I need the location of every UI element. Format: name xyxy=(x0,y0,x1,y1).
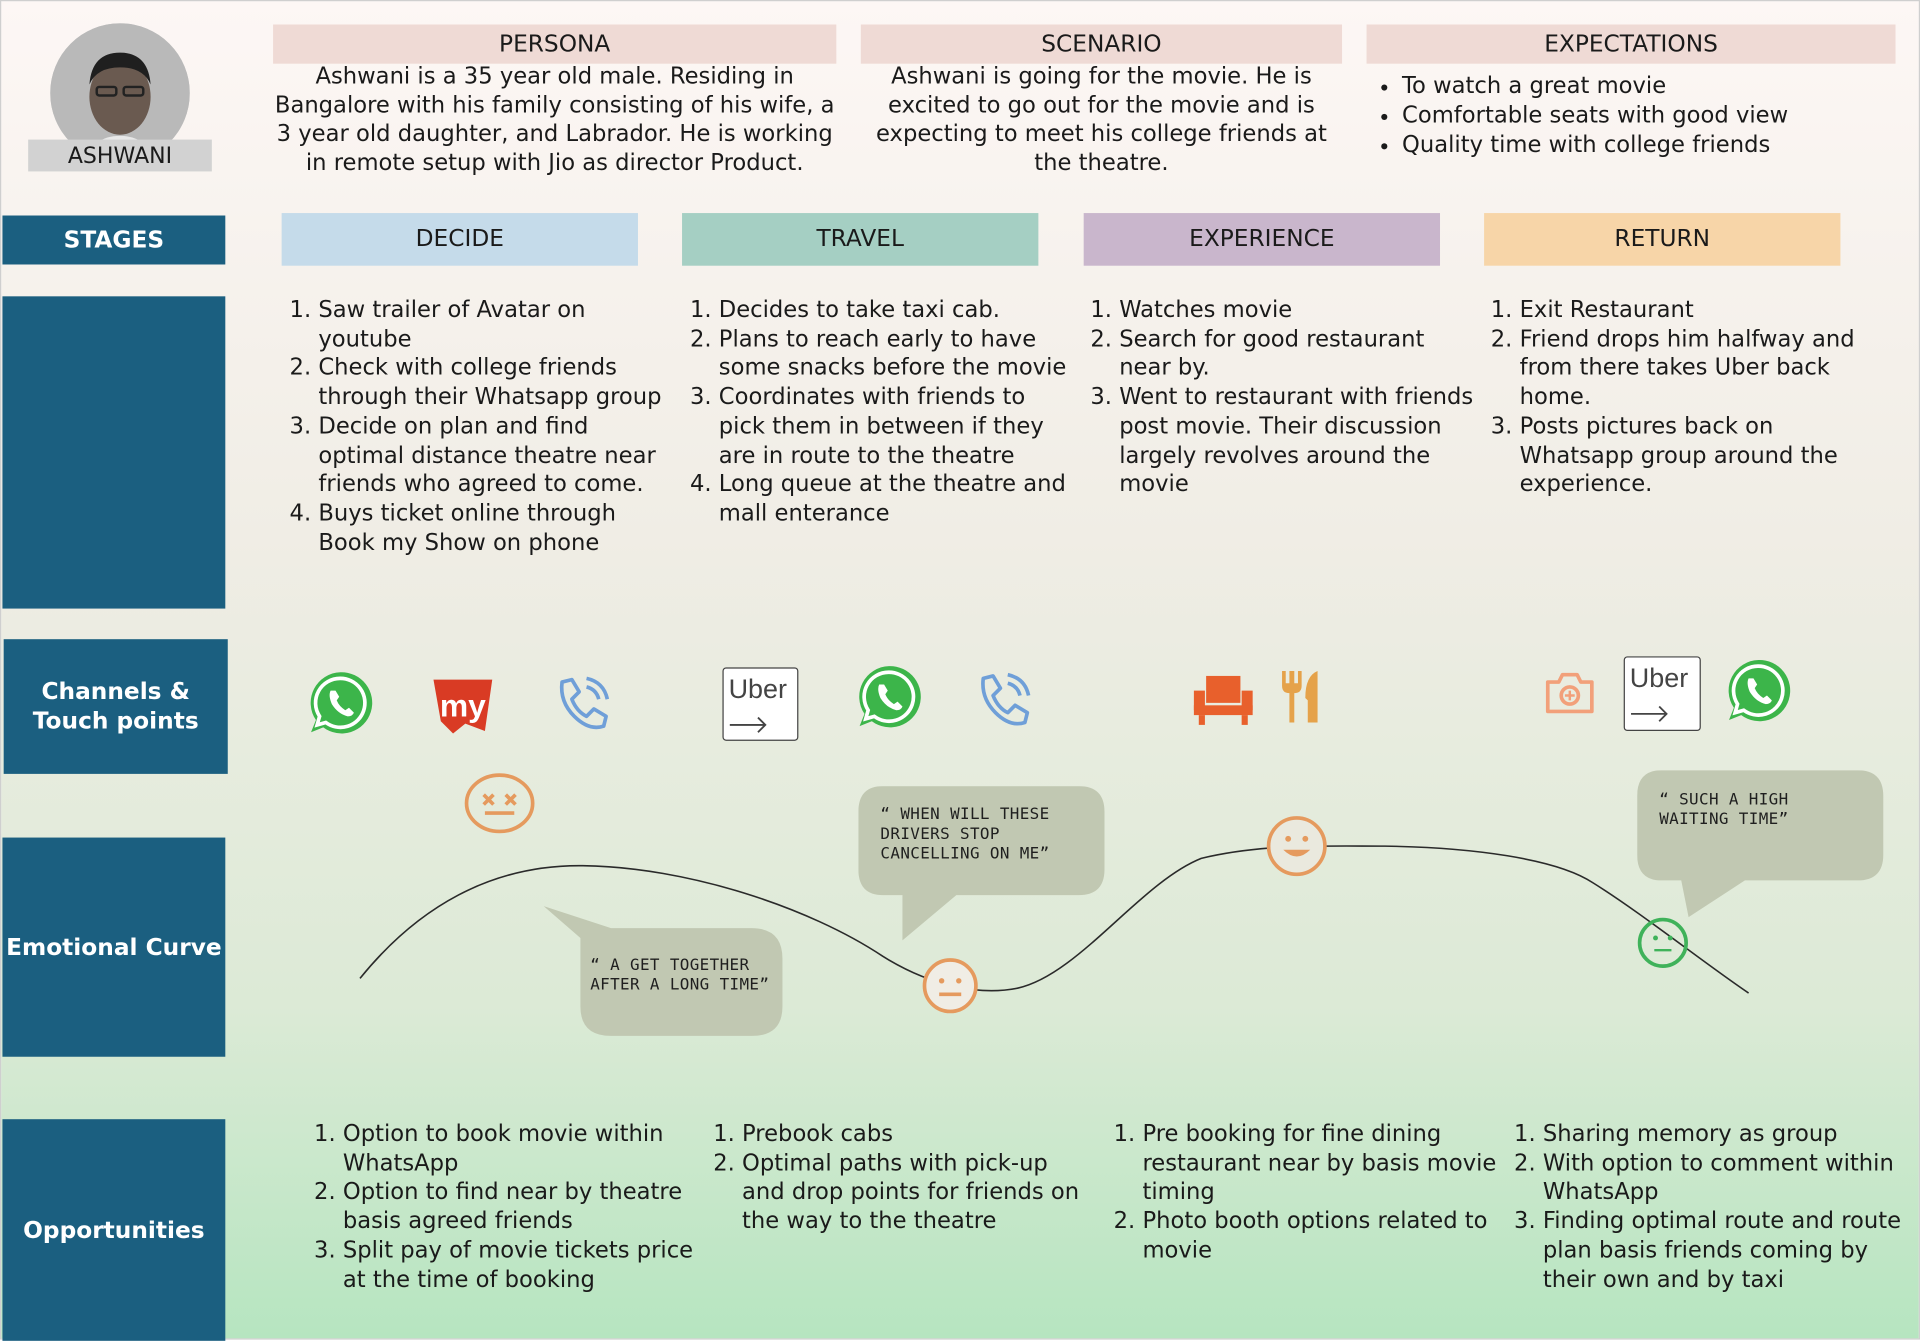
persona-description: Ashwani is a 35 year old male. Residing … xyxy=(274,63,835,177)
step-item: Posts pictures back on Whatsapp group ar… xyxy=(1520,412,1887,499)
persona-header: PERSONA xyxy=(273,24,837,64)
expectation-item: Comfortable seats with good view xyxy=(1402,102,1916,131)
expectation-item: To watch a great movie xyxy=(1402,72,1916,101)
opportunity-item: With option to comment within WhatsApp xyxy=(1543,1149,1910,1207)
uber-label: Uber xyxy=(1629,662,1689,694)
whatsapp-icon xyxy=(310,672,373,734)
whatsapp-icon xyxy=(1728,659,1791,722)
restaurant-icon xyxy=(1282,671,1318,723)
stage-header-decide: DECIDE xyxy=(281,213,638,266)
scenario-header: SCENARIO xyxy=(860,24,1343,64)
happy-face-icon xyxy=(1266,816,1327,877)
step-item: Decide on plan and find optimal distance… xyxy=(318,412,673,499)
step-item: Friend drops him halfway and from there … xyxy=(1520,325,1887,412)
stage-header-experience: EXPERIENCE xyxy=(1083,213,1441,266)
quote-text: “ WHEN WILL THESE DRIVERS STOP CANCELLIN… xyxy=(880,805,1050,864)
opportunity-item: Option to find near by theatre basis agr… xyxy=(343,1178,710,1236)
neutral-face-icon xyxy=(922,958,978,1014)
travel-steps: Decides to take taxi cab. Plans to reach… xyxy=(682,296,1076,528)
step-item: Exit Restaurant xyxy=(1520,296,1887,325)
quote-bubble xyxy=(1637,770,1884,918)
stage-header-travel: TRAVEL xyxy=(682,213,1039,266)
phone-call-icon xyxy=(981,672,1031,726)
experience-steps: Watches movie Search for good restaurant… xyxy=(1082,296,1476,499)
uber-icon: Uber xyxy=(1623,656,1701,732)
step-item: Long queue at the theatre and mall enter… xyxy=(719,470,1077,528)
expectations-header: EXPECTATIONS xyxy=(1366,24,1896,64)
theatre-seat-icon xyxy=(1193,675,1253,725)
phone-call-icon xyxy=(559,676,610,730)
quote-bubble xyxy=(543,906,783,1036)
opportunity-item: Sharing memory as group xyxy=(1543,1120,1910,1149)
step-item: Coordinates with friends to pick them in… xyxy=(719,383,1077,470)
opportunity-item: Option to book movie within WhatsApp xyxy=(343,1120,710,1178)
opportunity-item: Split pay of movie tickets price at the … xyxy=(343,1237,710,1295)
stages-label: STAGES xyxy=(2,215,226,265)
steps-row-label xyxy=(2,296,226,609)
experience-opportunities: Pre booking for fine dining restaurant n… xyxy=(1106,1120,1510,1265)
decide-opportunities: Option to book movie within WhatsApp Opt… xyxy=(306,1120,710,1294)
step-item: Check with college friends through their… xyxy=(318,354,673,412)
decide-steps: Saw trailer of Avatar on youtube Check w… xyxy=(282,296,674,557)
bookmyshow-icon: my xyxy=(433,679,493,734)
stage-header-return: RETURN xyxy=(1484,213,1841,266)
uber-icon: Uber xyxy=(722,667,799,741)
opportunity-item: Prebook cabs xyxy=(742,1120,1097,1149)
uber-label: Uber xyxy=(728,673,787,705)
step-item: Search for good restaurant near by. xyxy=(1119,325,1477,383)
opportunity-item: Optimal paths with pick-up and drop poin… xyxy=(742,1149,1097,1236)
expectations-list: To watch a great movie Comfortable seats… xyxy=(1365,72,1916,160)
neutral-face-icon xyxy=(1637,917,1688,968)
emotional-curve-label: Emotional Curve xyxy=(2,837,226,1057)
return-steps: Exit Restaurant Friend drops him halfway… xyxy=(1483,296,1887,499)
channels-label: Channels & Touch points xyxy=(3,639,228,774)
opportunity-item: Finding optimal route and route plan bas… xyxy=(1543,1207,1910,1294)
opportunity-item: Photo booth options related to movie xyxy=(1142,1207,1509,1265)
step-item: Saw trailer of Avatar on youtube xyxy=(318,296,673,354)
excited-face-icon xyxy=(464,773,535,834)
opportunities-label: Opportunities xyxy=(2,1119,226,1341)
step-item: Plans to reach early to have some snacks… xyxy=(719,325,1077,383)
return-opportunities: Sharing memory as group With option to c… xyxy=(1506,1120,1910,1294)
opportunity-item: Pre booking for fine dining restaurant n… xyxy=(1142,1120,1509,1207)
step-item: Decides to take taxi cab. xyxy=(719,296,1077,325)
scenario-description: Ashwani is going for the movie. He is ex… xyxy=(876,63,1327,177)
expectation-item: Quality time with college friends xyxy=(1402,131,1916,160)
persona-name: ASHWANI xyxy=(28,139,212,172)
step-item: Went to restaurant with friends post mov… xyxy=(1119,383,1477,499)
whatsapp-icon xyxy=(859,666,921,728)
quote-text: “ SUCH A HIGH WAITING TIME” xyxy=(1659,791,1789,829)
travel-opportunities: Prebook cabs Optimal paths with pick-up … xyxy=(705,1120,1097,1236)
quote-bubble xyxy=(858,786,1105,941)
bookmyshow-label: my xyxy=(440,687,486,723)
quote-text: “ A GET TOGETHER AFTER A LONG TIME” xyxy=(590,956,770,995)
camera-icon xyxy=(1545,672,1594,714)
step-item: Watches movie xyxy=(1119,296,1477,325)
step-item: Buys ticket online through Book my Show … xyxy=(318,500,673,558)
